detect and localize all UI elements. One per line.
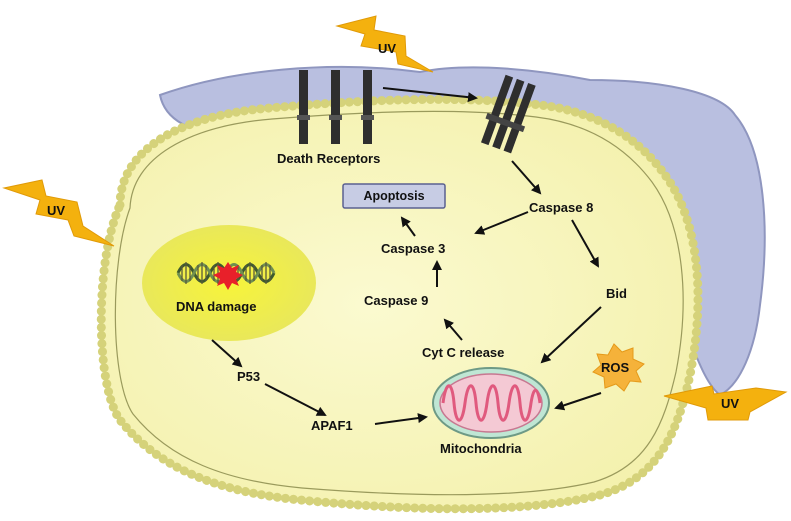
membrane-inner-line	[114, 110, 684, 496]
caspase-9-label: Caspase 9	[364, 293, 428, 308]
p53-label: P53	[237, 369, 260, 384]
arrow-ros-to-mitochondria	[554, 392, 602, 411]
arrow-cytc-to-caspase9	[443, 318, 463, 341]
uv-label-top: UV	[378, 41, 396, 56]
caspase-3-label: Caspase 3	[381, 241, 445, 256]
uv-label-left: UV	[47, 203, 65, 218]
mitochondria-label: Mitochondria	[440, 441, 522, 456]
uv-bolt-icon	[2, 179, 115, 247]
uv-bolt-icon	[335, 15, 434, 73]
arrow-caspase8-to-caspase3	[474, 211, 529, 235]
dna-helix-icon	[176, 262, 276, 284]
caspase-8-label: Caspase 8	[529, 200, 593, 215]
arrow-dna-to-p53	[211, 339, 243, 368]
apaf1-label: APAF1	[311, 418, 353, 433]
ros-star-icon	[592, 343, 645, 392]
uv-bolt-icon	[663, 385, 788, 421]
arrow-bid-to-mitochondria	[540, 306, 602, 364]
bid-label: Bid	[606, 286, 627, 301]
dna-damage-star-icon	[213, 262, 243, 290]
death-receptor-icon	[297, 70, 374, 144]
membrane-lipid-heads	[96, 94, 703, 514]
arrow-receptor-to-caspase8	[511, 160, 542, 195]
ros-label: ROS	[601, 360, 630, 375]
pathway-arrows	[211, 87, 602, 425]
activated-death-receptor-icon	[480, 74, 536, 154]
arrow-apaf1-to-mitochondria	[374, 413, 428, 425]
cyt-c-release-label: Cyt C release	[422, 345, 504, 360]
arrow-caspase3-to-apoptosis	[400, 216, 416, 237]
apoptosis-box	[342, 183, 446, 209]
mitochondria-icon	[432, 367, 550, 439]
dna-damage-label: DNA damage	[176, 299, 256, 314]
uv-label-right: UV	[721, 396, 739, 411]
apoptosis-label: Apoptosis	[363, 189, 424, 203]
arrow-receptor-clustering	[382, 87, 478, 103]
arrow-p53-to-apaf1	[264, 383, 327, 416]
arrow-caspase8-to-bid	[571, 219, 599, 268]
death-receptors-label: Death Receptors	[277, 151, 380, 166]
